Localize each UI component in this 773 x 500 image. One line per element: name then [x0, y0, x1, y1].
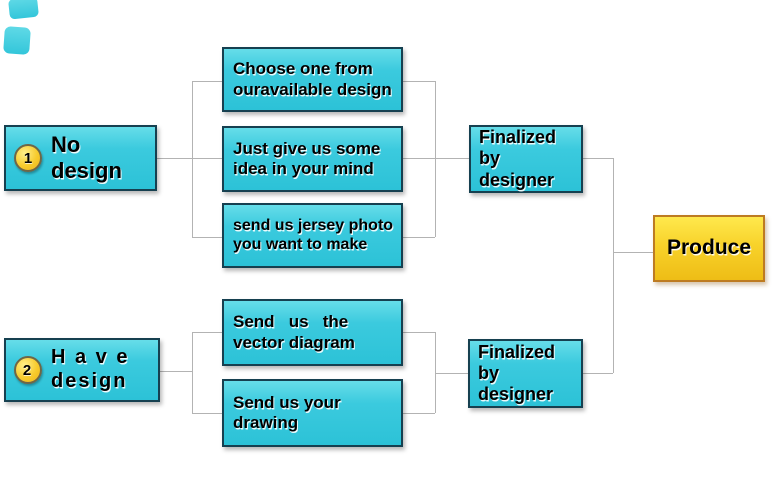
- option-node-label: Send us your drawing: [233, 392, 341, 432]
- finalize-node-label: Finalized by designer: [478, 341, 556, 405]
- decorative-artifact: [8, 0, 39, 20]
- step-1-badge: 1: [14, 144, 42, 172]
- option-node-send-drawing: Send us your drawing: [222, 379, 403, 447]
- option-node-label: Send us the vector diagram: [233, 312, 355, 352]
- finalized-by-designer-node-2: Finalized by designer: [468, 339, 583, 408]
- option-node-label: Just give us some idea in your mind: [233, 138, 381, 178]
- connector-line: [192, 81, 193, 237]
- produce-end-node: Produce: [653, 215, 765, 282]
- start-node-no-design: 1 No design: [4, 125, 157, 191]
- connector-line: [160, 371, 192, 372]
- connector-line: [192, 332, 222, 333]
- connector-line: [435, 81, 436, 237]
- connector-line: [192, 332, 193, 413]
- option-node-label: send us jersey photo you want to make: [233, 216, 394, 253]
- start-node-have-design: 2 H a v e design: [4, 338, 160, 402]
- connector-line: [192, 81, 222, 82]
- decorative-artifact: [3, 26, 31, 55]
- produce-node-label: Produce: [666, 236, 752, 260]
- connector-line: [157, 158, 222, 159]
- step-2-badge: 2: [14, 356, 42, 384]
- connector-line: [583, 373, 613, 374]
- connector-line: [435, 373, 469, 374]
- connector-line: [403, 332, 435, 333]
- connector-line: [403, 413, 435, 414]
- option-node-send-vector-diagram: Send us the vector diagram: [222, 299, 403, 366]
- connector-line: [403, 81, 435, 82]
- connector-line: [435, 332, 436, 413]
- connector-line: [403, 158, 469, 159]
- start-node-label: H a v e design: [51, 346, 130, 392]
- option-node-choose-available-design: Choose one from ouravailable design: [222, 47, 403, 112]
- connector-line: [613, 252, 653, 253]
- connector-line: [613, 158, 614, 373]
- connector-line: [583, 158, 613, 159]
- option-node-send-jersey-photo: send us jersey photo you want to make: [222, 203, 403, 268]
- finalized-by-designer-node-1: Finalized by designer: [469, 125, 583, 193]
- connector-line: [192, 413, 222, 414]
- finalize-node-label: Finalized by designer: [479, 127, 557, 190]
- start-node-label: No design: [51, 132, 122, 183]
- option-node-give-idea: Just give us some idea in your mind: [222, 126, 403, 192]
- connector-line: [403, 237, 435, 238]
- option-node-label: Choose one from ouravailable design: [233, 59, 392, 99]
- connector-line: [192, 237, 222, 238]
